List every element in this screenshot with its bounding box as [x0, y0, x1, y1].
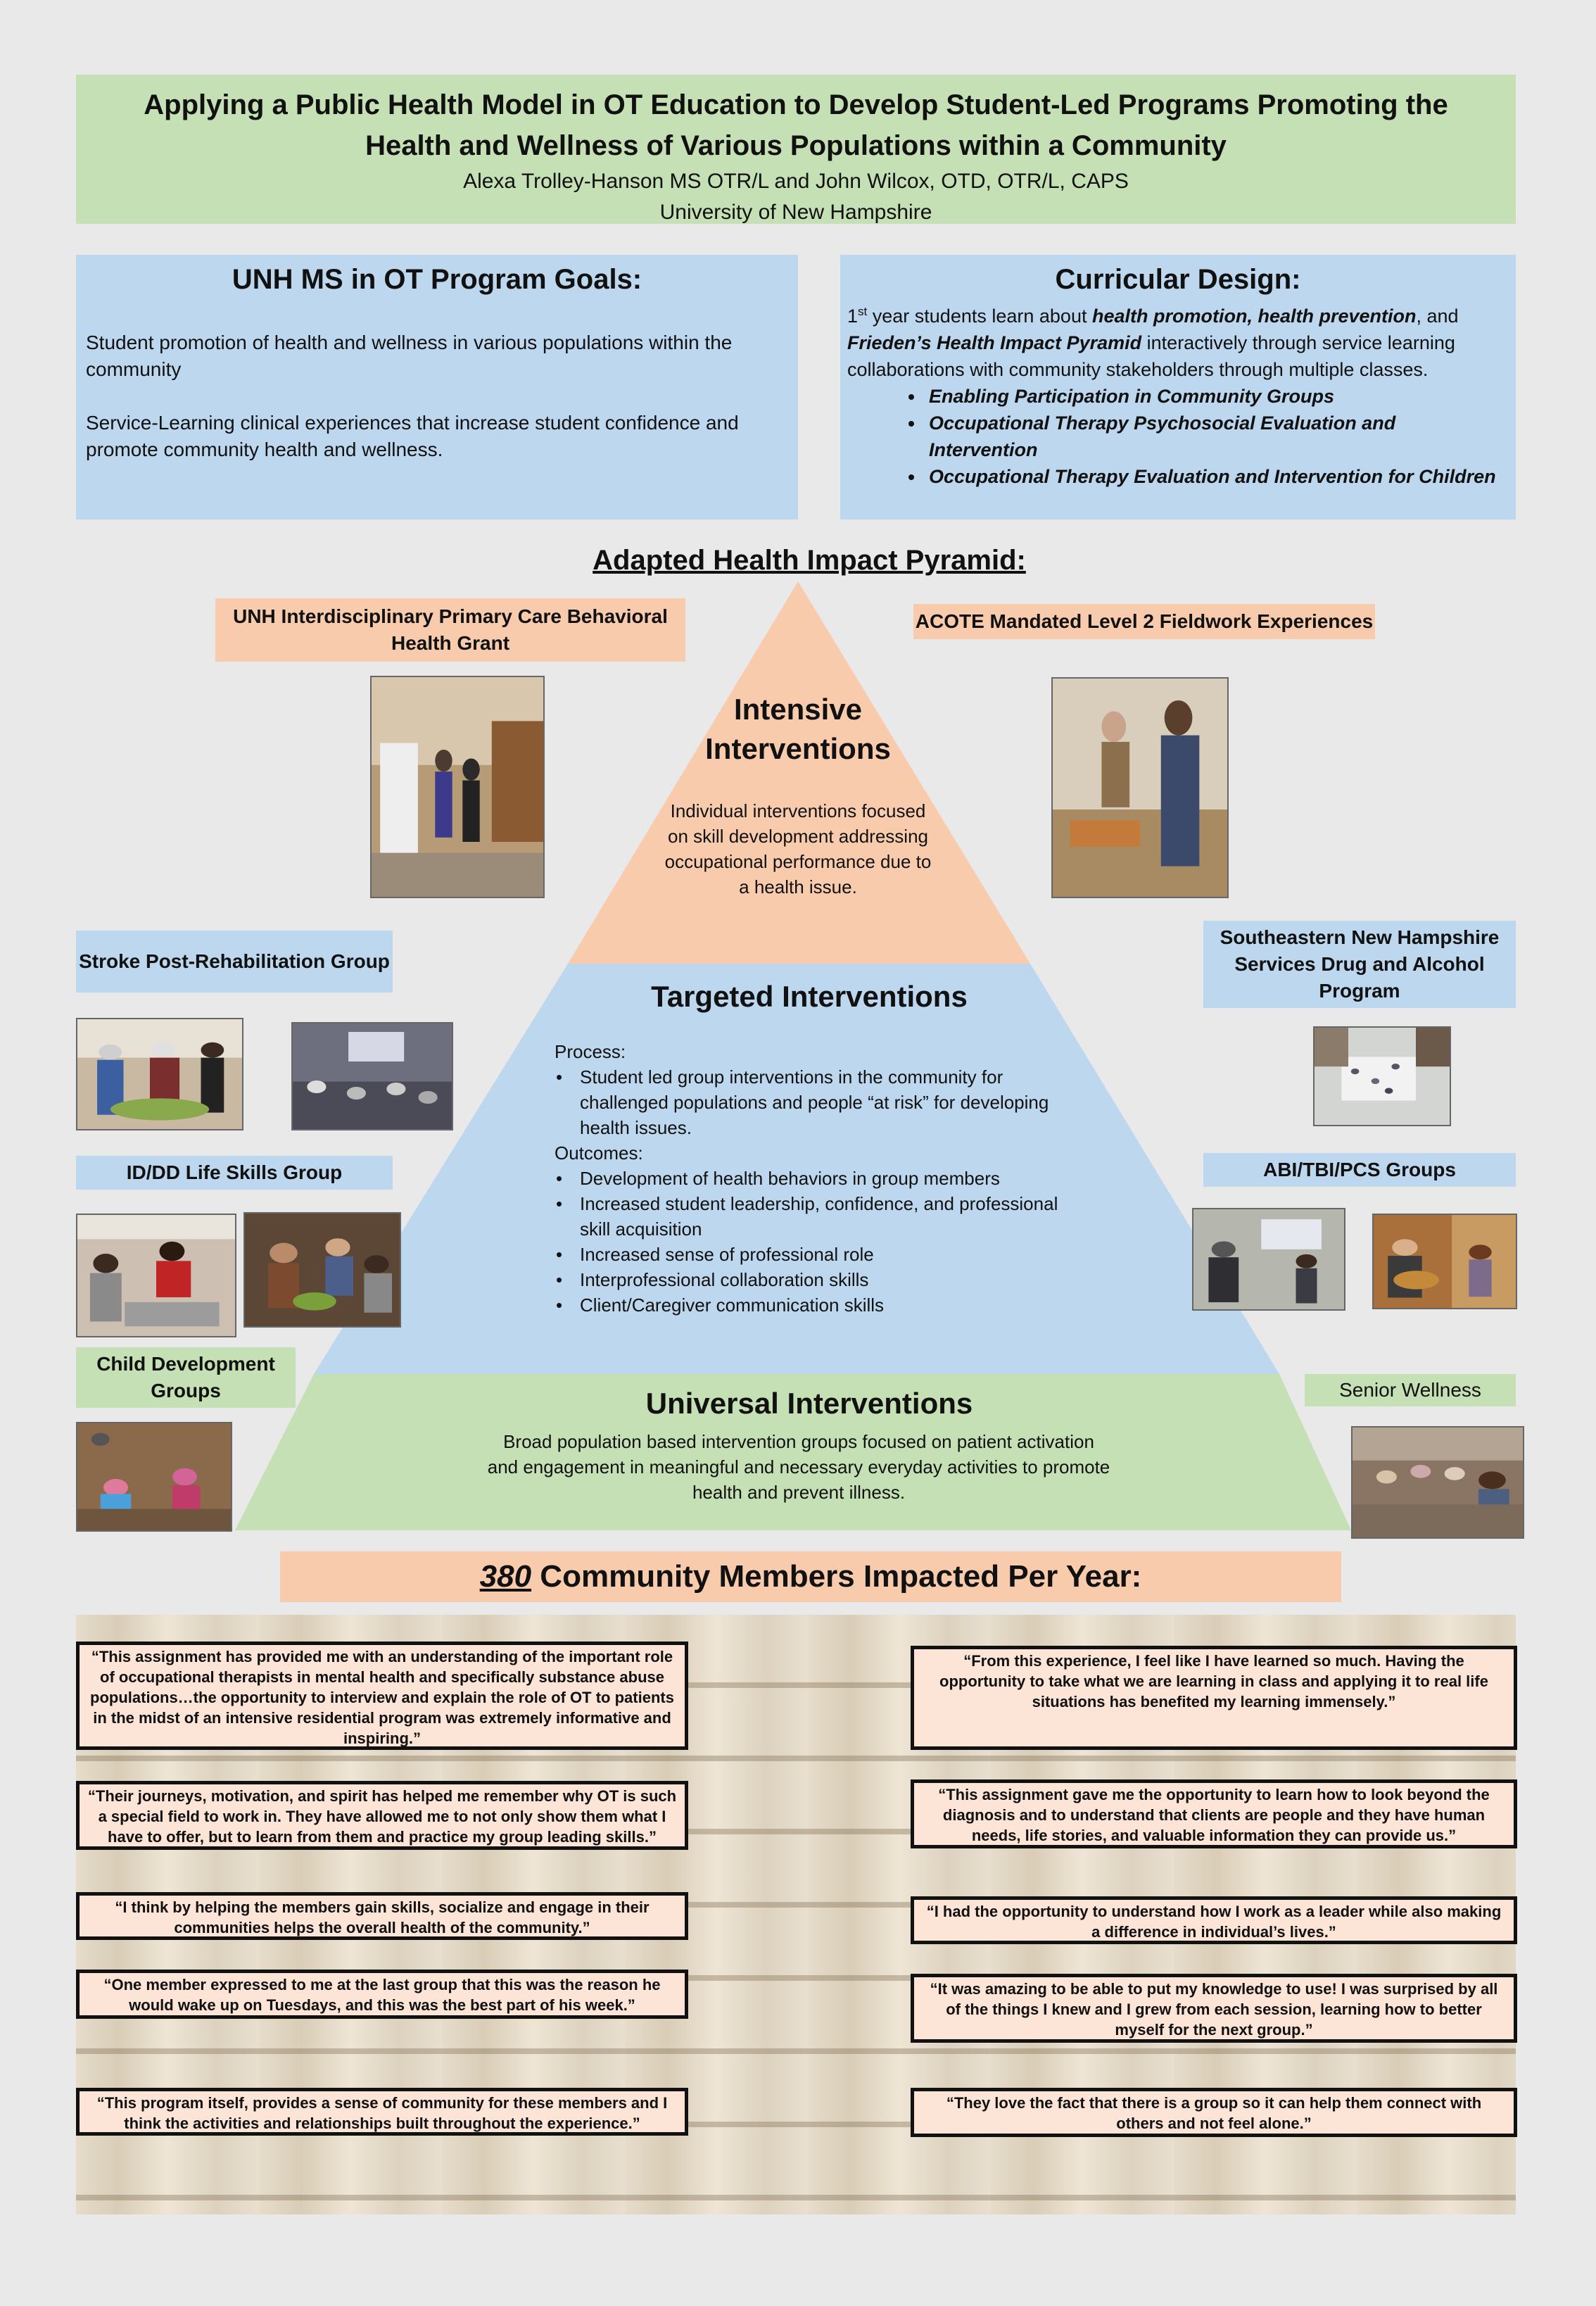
- student-quote: “They love the fact that there is a grou…: [911, 2088, 1517, 2137]
- impact-banner: 380 Community Members Impacted Per Year:: [280, 1551, 1341, 1602]
- label-senior-wellness: Senior Wellness: [1305, 1374, 1516, 1406]
- program-goal-1: Student promotion of health and wellness…: [86, 332, 733, 380]
- process-label: Process:: [555, 1041, 626, 1062]
- curricular-design-heading: Curricular Design:: [1055, 264, 1301, 295]
- label-stroke: Stroke Post-Rehabilitation Group: [76, 931, 393, 993]
- program-goal-2: Service-Learning clinical experiences th…: [86, 412, 739, 460]
- outcome-item: Development of health behaviors in group…: [556, 1166, 1061, 1191]
- photo-fieldwork: [1051, 677, 1229, 898]
- label-child-development: Child Development Groups: [76, 1347, 296, 1408]
- photo-senior-wellness: [1351, 1426, 1524, 1539]
- photo-iddd-2: [243, 1212, 401, 1328]
- label-grant: UNH Interdisciplinary Primary Care Behav…: [215, 598, 685, 662]
- curricular-design-intro: 1st year students learn about health pro…: [847, 305, 1459, 380]
- student-quote: “This assignment gave me the opportunity…: [911, 1779, 1517, 1848]
- universal-interventions-description: Broad population based intervention grou…: [487, 1431, 1110, 1503]
- class-list: Enabling Participation in Community Grou…: [847, 383, 1509, 490]
- poster-institution: University of New Hampshire: [659, 201, 932, 224]
- label-fieldwork: ACOTE Mandated Level 2 Fieldwork Experie…: [913, 604, 1375, 639]
- student-quote: “This assignment has provided me with an…: [76, 1642, 688, 1750]
- intensive-interventions-description: Individual interventions focused on skil…: [664, 800, 932, 897]
- photo-abi-2: [1372, 1214, 1517, 1309]
- intensive-interventions-title: Intensive Interventions: [705, 693, 891, 765]
- pyramid-tier-universal: [235, 1374, 1351, 1530]
- photo-stroke-1: [76, 1018, 243, 1130]
- photo-child-development: [76, 1422, 232, 1532]
- photo-drug-alcohol: [1313, 1026, 1451, 1126]
- student-quote: “This program itself, provides a sense o…: [76, 2088, 688, 2136]
- targeted-interventions-body: Process: Student led group interventions…: [555, 1039, 1061, 1318]
- student-quote: “I think by helping the members gain ski…: [76, 1892, 688, 1940]
- outcomes-label: Outcomes:: [555, 1142, 643, 1164]
- student-quote: “I had the opportunity to understand how…: [911, 1896, 1517, 1944]
- photo-grant: [370, 676, 545, 898]
- impact-text: Community Members Impacted Per Year:: [531, 1559, 1142, 1594]
- outcome-item: Increased student leadership, confidence…: [556, 1191, 1061, 1242]
- class-item: Enabling Participation in Community Grou…: [925, 383, 1509, 410]
- impact-number: 380: [479, 1559, 532, 1594]
- class-item: Occupational Therapy Psychosocial Evalua…: [925, 410, 1509, 463]
- label-abi-tbi: ABI/TBI/PCS Groups: [1203, 1153, 1516, 1187]
- label-drug-alcohol: Southeastern New Hampshire Services Drug…: [1203, 921, 1516, 1008]
- photo-abi-1: [1192, 1208, 1345, 1311]
- program-goals-heading: UNH MS in OT Program Goals:: [232, 264, 642, 295]
- universal-interventions-title: Universal Interventions: [645, 1387, 973, 1420]
- pyramid-tier-intensive: [568, 581, 1030, 964]
- label-iddd: ID/DD Life Skills Group: [76, 1156, 393, 1190]
- student-quote: “From this experience, I feel like I hav…: [911, 1646, 1517, 1750]
- title-banner: Applying a Public Health Model in OT Edu…: [76, 75, 1516, 224]
- pyramid-heading: Adapted Health Impact Pyramid:: [593, 545, 1026, 576]
- class-item: Occupational Therapy Evaluation and Inte…: [925, 463, 1509, 490]
- program-goals-box: UNH MS in OT Program Goals: Student prom…: [76, 255, 798, 519]
- student-quote: “It was amazing to be able to put my kno…: [911, 1974, 1517, 2043]
- photo-stroke-2: [291, 1022, 453, 1130]
- poster-title-line-1: Applying a Public Health Model in OT Edu…: [144, 89, 1448, 120]
- curricular-design-box: Curricular Design: 1st year students lea…: [840, 255, 1516, 519]
- outcome-item: Client/Caregiver communication skills: [556, 1292, 1061, 1318]
- photo-iddd-1: [76, 1214, 236, 1337]
- outcome-item: Increased sense of professional role: [556, 1242, 1061, 1267]
- poster-title-line-2: Health and Wellness of Various Populatio…: [365, 130, 1227, 161]
- outcome-item: Interprofessional collaboration skills: [556, 1267, 1061, 1292]
- poster-authors: Alexa Trolley-Hanson MS OTR/L and John W…: [463, 170, 1129, 193]
- process-item: Student led group interventions in the c…: [556, 1064, 1061, 1140]
- targeted-interventions-title: Targeted Interventions: [651, 980, 968, 1013]
- student-quote: “Their journeys, motivation, and spirit …: [76, 1781, 688, 1850]
- student-quote: “One member expressed to me at the last …: [76, 1970, 688, 2019]
